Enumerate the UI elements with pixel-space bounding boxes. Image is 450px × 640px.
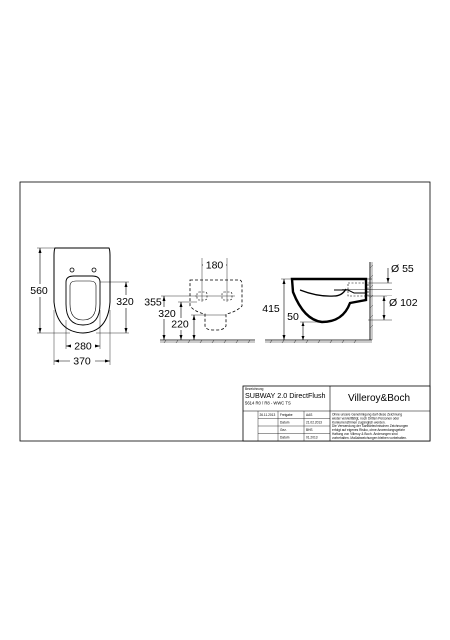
front-outer-width-label: 370 <box>73 356 91 368</box>
title-row-value: 21.02.2013 <box>306 421 322 425</box>
side-pipe-large-label-bg <box>387 296 420 309</box>
side-bowl-inner <box>299 288 347 297</box>
title-notice-line: vorbehalten. Maßabweichungen bleiben vor… <box>332 436 407 440</box>
mount-center-low-arrow-top <box>192 315 196 320</box>
front-view-seat <box>65 275 101 326</box>
side-height-label: 415 <box>262 303 280 315</box>
title-block: Bezeichnung SUBWAY 2.0 DirectFlush 5614 … <box>242 385 431 442</box>
mount-floor-hatch <box>163 339 251 344</box>
front-outer-width-label-bg <box>70 354 95 367</box>
mount-spacing-label: 180 <box>206 260 224 272</box>
title-notice-line: erfolgt auf eigenes Risiko, ohne Anwendu… <box>332 428 406 432</box>
front-height-arrow-top <box>38 248 42 253</box>
side-pipe-small-label: Ø 55 <box>391 263 414 275</box>
side-outlet-arrow-bottom <box>301 336 305 340</box>
side-outlet-arrow-top <box>301 322 305 326</box>
title-row: Datum 01.2013 <box>280 436 318 440</box>
front-outer-width-arrow-left <box>54 359 59 363</box>
front-inner-height-label: 320 <box>116 296 134 308</box>
title-row: Gez. BHS <box>280 428 313 432</box>
front-inner-width-label-bg <box>71 339 95 352</box>
front-inner-width-label: 280 <box>74 341 92 353</box>
title-notice-line: Konkurrenzfirmen zugänglich werden. <box>332 420 386 424</box>
title-row-label: Gez. <box>280 428 287 432</box>
side-bowl-trap <box>334 289 366 294</box>
title-row: Datum 21.02.2013 <box>280 421 322 425</box>
title-notice-line: Die Verwendung der Sanitärtechnischen Ze… <box>332 424 408 428</box>
title-notice-line: Ohne unsere Genehmigung darf diese Zeich… <box>332 413 402 417</box>
title-row-value: 01.2013 <box>306 436 318 440</box>
side-pipe-large-arrow-top <box>382 296 386 301</box>
front-view-fixing-hole-left <box>69 267 75 273</box>
mount-view-dashed-outline <box>189 279 243 331</box>
side-height-arrow-bottom <box>282 335 286 340</box>
front-inner-width-arrow-left <box>66 344 71 348</box>
side-pipe-large-label: Ø 102 <box>389 297 418 309</box>
mount-center-low-label: 220 <box>171 319 189 331</box>
title-row: 26.11.2013 Freigabe AAS <box>260 413 313 417</box>
side-pipe-small-arrow <box>386 278 390 283</box>
mount-left-low-label: 320 <box>158 308 176 320</box>
front-view-bowl-outline <box>53 247 111 334</box>
mount-left-high-label: 355 <box>144 297 162 309</box>
side-outlet-label-bg <box>286 311 300 322</box>
mount-left-low-arrow-bottom <box>179 335 183 340</box>
drawing-frame <box>19 181 431 442</box>
title-notice-line: Haftung von Villeroy & Boch. Änderungen … <box>332 432 398 436</box>
mount-left-high-arrow-top <box>162 296 166 301</box>
front-view-fixing-hole-right <box>91 267 97 273</box>
front-inner-height-arrow-bottom <box>124 328 128 333</box>
side-pipe-large-arrow-bottom <box>382 315 386 320</box>
front-height-label: 560 <box>30 285 48 297</box>
title-rows-grid <box>257 411 330 441</box>
front-height-label-bg <box>26 284 48 297</box>
title-brand: Villeroy&Boch <box>348 393 410 404</box>
title-name-caption: Bezeichnung <box>245 387 264 391</box>
side-height-arrow-top <box>282 279 286 284</box>
mount-center-low-arrow-bottom <box>192 335 196 340</box>
mount-spacing-label-bg <box>203 258 226 271</box>
mount-left-high-arrow-bottom <box>162 335 166 340</box>
front-view-seat-inner <box>69 280 97 321</box>
front-height-arrow-bottom <box>38 328 42 333</box>
side-wall-hatch <box>369 264 374 329</box>
title-row-value: AAS <box>306 413 312 417</box>
mount-left-low-label-bg <box>157 307 178 319</box>
title-row-left-value: 26.11.2013 <box>260 413 276 417</box>
front-inner-width-arrow-right <box>95 344 100 348</box>
mount-view: 180 355 320 220 <box>143 258 255 344</box>
title-row-label: Freigabe <box>280 413 293 417</box>
side-bowl-profile <box>290 277 368 324</box>
front-outer-width-arrow-right <box>105 359 110 363</box>
title-article-number: 5614 R0 / R8 - WWC TS <box>245 401 291 406</box>
side-floor-hatch <box>269 339 357 344</box>
mount-left-low-arrow-top <box>179 302 183 307</box>
title-notice-line: weder vervielfältigt, noch Dritten Perso… <box>332 416 400 420</box>
title-row-value: BHS <box>306 428 313 432</box>
title-product-name: SUBWAY 2.0 DirectFlush <box>245 391 326 400</box>
front-inner-height-arrow-top <box>124 282 128 287</box>
side-outlet-label: 50 <box>287 311 299 323</box>
front-inner-height-label-bg <box>113 295 138 308</box>
title-notice: Ohne unsere Genehmigung darf diese Zeich… <box>332 413 408 440</box>
mount-left-high-label-bg <box>143 296 161 308</box>
side-view: 415 50 Ø 55 Ø 102 <box>261 262 420 344</box>
title-row-label: Datum <box>280 421 290 425</box>
side-height-label-bg <box>261 302 282 315</box>
mount-center-low-label-bg <box>170 318 191 330</box>
title-block-frame <box>242 385 431 442</box>
title-row-label: Datum <box>280 436 290 440</box>
front-view: 560 320 280 370 <box>26 247 138 368</box>
